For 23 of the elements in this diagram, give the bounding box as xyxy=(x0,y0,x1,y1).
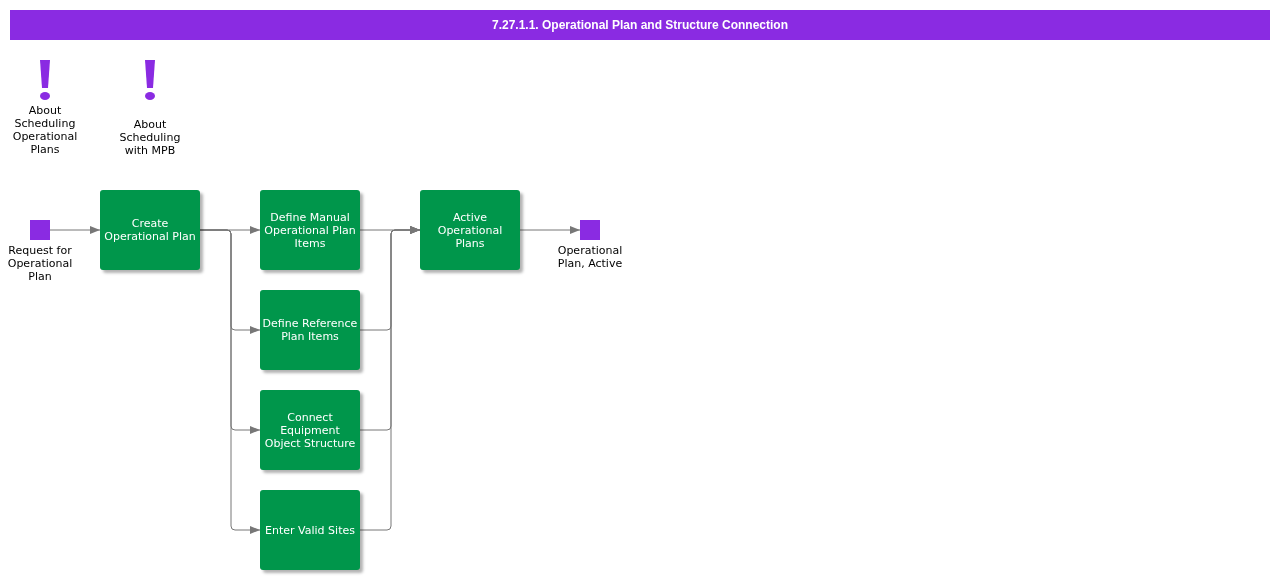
note-text: About Scheduling with MPB xyxy=(118,118,182,157)
box-label: Create Operational Plan xyxy=(103,217,197,243)
process-box xyxy=(260,190,360,270)
process-box xyxy=(100,190,200,270)
process-box xyxy=(420,190,520,270)
process-box xyxy=(260,490,360,570)
box-label: Define Reference Plan Items xyxy=(262,317,358,343)
arrow xyxy=(199,229,261,534)
title-bar: 7.27.1.1. Operational Plan and Structure Connection xyxy=(10,10,1270,40)
process-box xyxy=(260,290,360,370)
arrow xyxy=(359,226,421,531)
box-label: Define Manual Operational Plan Items xyxy=(263,210,357,250)
box-label: Connect Equipment Object Structure xyxy=(263,410,357,450)
box-label: Enter Valid Sites xyxy=(265,523,355,537)
terminal-square xyxy=(580,220,600,240)
terminal-square xyxy=(30,220,50,240)
terminal-label: Request for Operational Plan xyxy=(6,244,74,283)
process-box xyxy=(260,390,360,470)
arrow xyxy=(49,226,101,234)
arrow xyxy=(519,226,581,234)
terminal-label: Operational Plan, Active xyxy=(556,244,624,270)
note-text: About Scheduling Operational Plans xyxy=(11,104,79,156)
box-label: Active Operational Plans xyxy=(436,210,504,250)
